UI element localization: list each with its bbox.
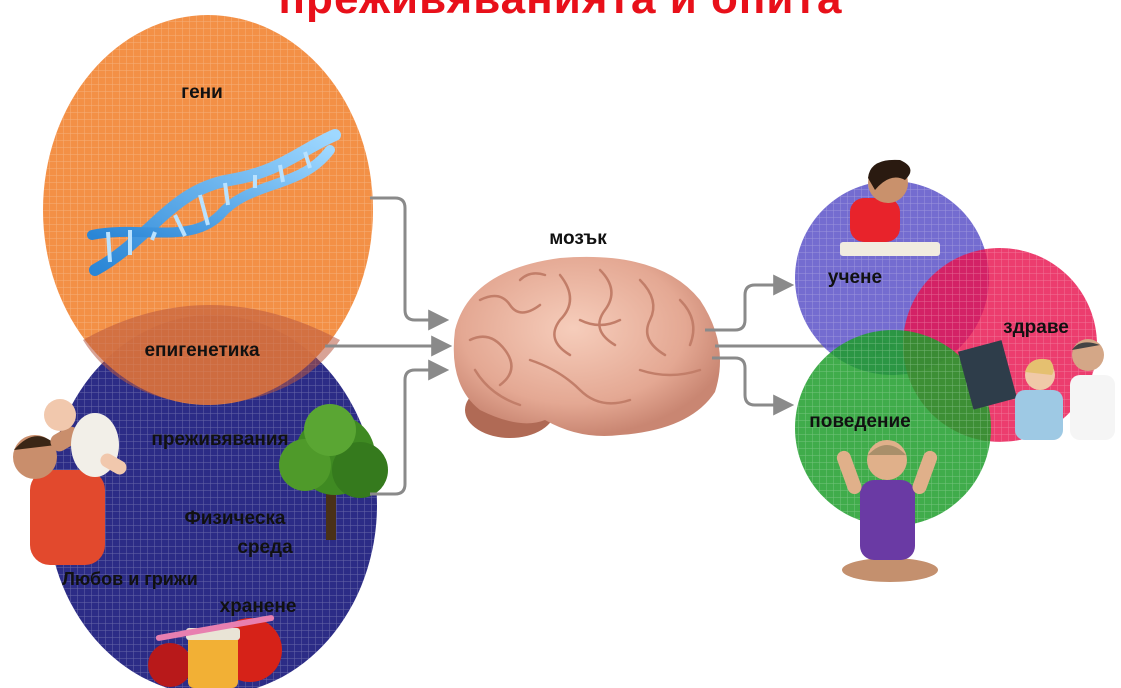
label-epigenetics: епигенетика [144,340,259,361]
label-love-care: Любов и грижи [62,569,197,589]
epigenetics-overlap [83,305,340,405]
label-physical-environment-line2: среда [237,537,293,558]
label-health: здраве [1003,317,1069,338]
doctors-xray-icon [957,339,1115,440]
tree-icon [279,404,388,540]
label-genes: гени [181,82,223,103]
reading-girl-icon [840,159,940,256]
genes-circle [43,15,373,405]
label-behavior: поведение [809,411,910,432]
upset-child-icon [836,440,938,582]
label-physical-environment-line1: Физическа [184,508,285,529]
label-learning: учене [828,267,882,288]
arrow-brain-to-behavior [712,356,795,416]
label-experiences: преживявания [151,429,288,450]
label-brain: мозък [549,228,607,249]
brain-icon [453,256,720,438]
arrow-brain-to-learning [705,274,795,332]
arrow-genes-to-brain [370,196,450,331]
label-nutrition: хранене [220,596,297,617]
food-apples-icon [148,615,282,688]
dna-helix-icon [87,129,341,276]
page-title: преживяванията и опита [0,0,1121,24]
experiences-circle [47,315,377,688]
arrow-experiences-to-brain [370,359,450,496]
father-child-icon [13,399,127,565]
